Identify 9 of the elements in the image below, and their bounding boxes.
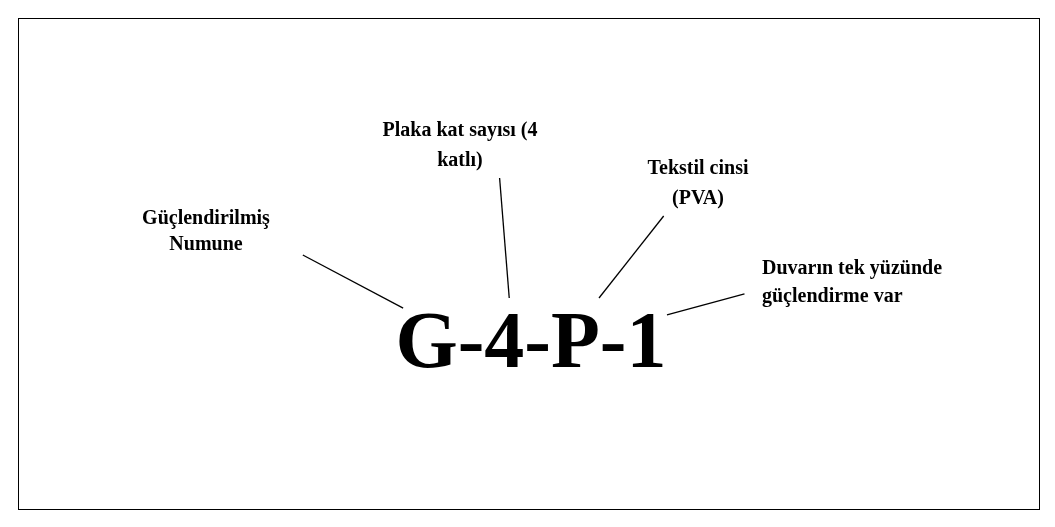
label-text: Plaka kat sayısı (4 katlı)	[381, 117, 539, 172]
leader-line	[598, 215, 665, 299]
leader-line	[666, 293, 746, 316]
label-text: Güçlendirilmiş Numune	[141, 205, 271, 256]
label-text: Duvarın tek yüzünde güçlendirme var	[762, 255, 944, 309]
leader-line	[498, 177, 510, 299]
label-text: Tekstil cinsi (PVA)	[646, 155, 750, 211]
leader-line	[302, 254, 404, 309]
specimen-code: G-4-P-1	[395, 298, 667, 382]
